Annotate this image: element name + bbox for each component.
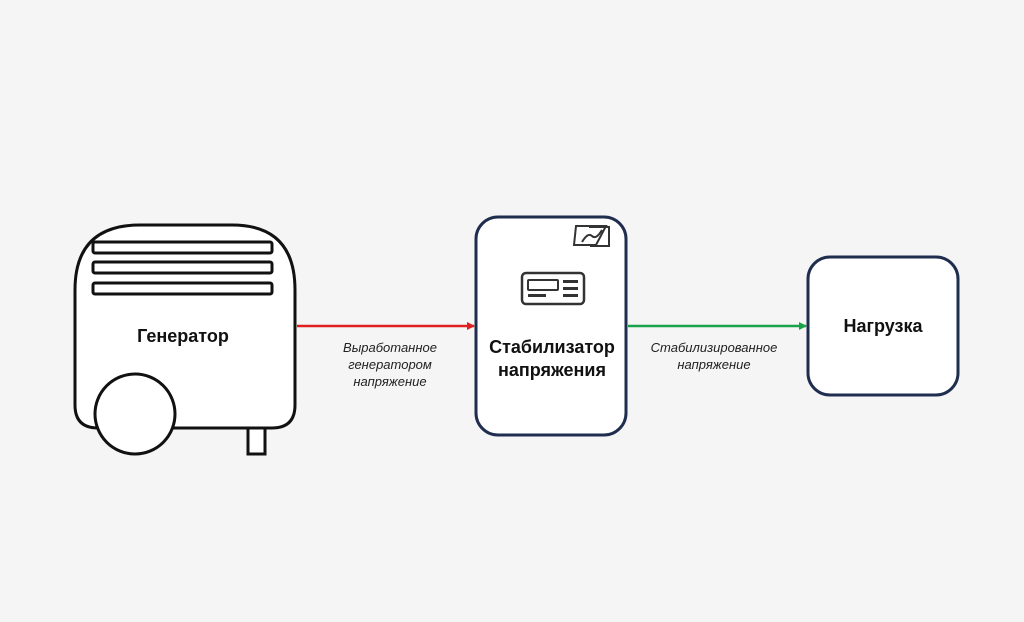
stabilizer-label-line2: напряжения xyxy=(498,360,606,380)
generator-leg xyxy=(246,426,267,456)
display-panel-icon xyxy=(520,271,586,306)
edge-stabilizer-to-load-label: Стабилизированное напряжение xyxy=(638,339,790,373)
edge2-label-line1: Стабилизированное xyxy=(650,340,778,355)
edge2-label-line2: напряжение xyxy=(677,357,751,372)
stabilizer-label: Стабилизатор напряжения xyxy=(478,336,626,382)
generator-node xyxy=(73,223,297,456)
load-label: Нагрузка xyxy=(843,316,923,336)
generator-wheel xyxy=(93,372,177,456)
edge1-label-line1: Выработанное xyxy=(343,340,437,355)
edge1-label-line2: генератором xyxy=(348,357,432,372)
generator-label: Генератор xyxy=(137,326,229,346)
generator-vent-slot xyxy=(91,281,274,296)
load-box xyxy=(806,255,960,397)
stabilizer-logo-icon xyxy=(572,225,610,247)
stabilizer-label-line1: Стабилизатор xyxy=(489,337,615,357)
stabilizer-box xyxy=(474,215,628,437)
edge1-label-line3: напряжение xyxy=(353,374,427,389)
generator-vent-slot xyxy=(91,240,274,255)
stabilizer-node xyxy=(474,215,628,437)
generator-vent-slot xyxy=(91,260,274,275)
edge-generator-to-stabilizer-label: Выработанное генератором напряжение xyxy=(316,339,464,390)
